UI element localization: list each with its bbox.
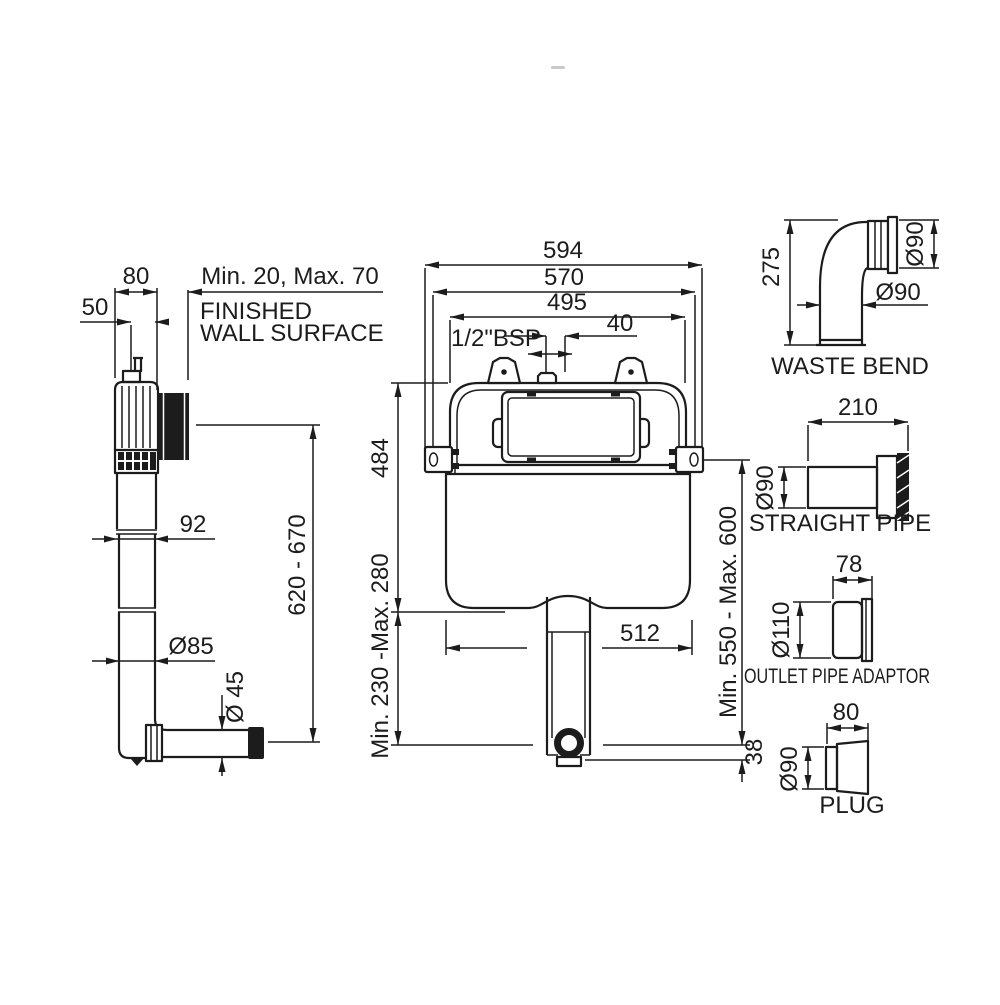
dim-plug-80-label: 80 bbox=[833, 699, 860, 726]
dim-straight-pipe-dia-label: Ø90 bbox=[752, 465, 779, 510]
print-artifact bbox=[551, 66, 565, 69]
straight-pipe-label: STRAIGHT PIPE bbox=[749, 510, 931, 537]
dim-620-670-label: 620 - 670 bbox=[284, 514, 311, 615]
cistern-tank bbox=[444, 474, 692, 610]
access-panel bbox=[500, 390, 642, 464]
waste-bend-drawing: 275 Ø90 Ø90 WASTE BEND bbox=[758, 215, 939, 380]
inlet-nub bbox=[536, 371, 558, 385]
dim-210-label: 210 bbox=[838, 394, 878, 421]
dim-78-label: 78 bbox=[836, 551, 863, 578]
dim-38-label: 38 bbox=[741, 739, 768, 766]
valve-grid-pattern bbox=[118, 452, 156, 470]
dim-512-label: 512 bbox=[620, 620, 660, 647]
dim-495-label: 495 bbox=[547, 289, 587, 316]
dim-plug-dia-label: Ø90 bbox=[776, 746, 803, 791]
front-view-drawing: 594 570 495 40 1/2"BSP bbox=[367, 237, 768, 782]
outlet-pipe-adaptor-label: OUTLET PIPE ADAPTOR bbox=[744, 665, 930, 688]
dim-wall-range-label: Min. 20, Max. 70 bbox=[201, 263, 378, 290]
finished-wall-label-line1: FINISHED bbox=[200, 298, 312, 325]
straight-pipe-drawing: 210 Ø90 STRAIGHT PIPE bbox=[749, 394, 931, 537]
dim-85-label: Ø85 bbox=[168, 633, 213, 660]
dim-waste-bend-spigot-dia-label: Ø90 bbox=[902, 221, 929, 266]
side-view-drawing: 80 50 Min. 20, Max. 70 FINISHED WALL SUR… bbox=[80, 263, 384, 776]
dim-50-label: 50 bbox=[82, 294, 109, 321]
dim-275-label: 275 bbox=[758, 247, 785, 287]
plug-drawing: 80 Ø90 PLUG bbox=[776, 699, 885, 819]
inlet-thread-label: 1/2"BSP bbox=[451, 325, 541, 352]
dim-550-600-label: Min. 550 - Max. 600 bbox=[715, 506, 742, 718]
dim-110-label: Ø110 bbox=[768, 602, 795, 659]
dim-40-label: 40 bbox=[607, 310, 634, 337]
flush-outlet bbox=[554, 728, 584, 758]
dim-80-label: 80 bbox=[123, 263, 150, 290]
dim-594-label: 594 bbox=[543, 237, 583, 264]
dim-92-label: 92 bbox=[180, 511, 207, 538]
dim-45-label: Ø 45 bbox=[222, 671, 249, 723]
pipe-flange bbox=[897, 453, 909, 521]
outlet-pipe-adaptor-drawing: 78 Ø110 OUTLET PIPE ADAPTOR bbox=[744, 551, 930, 688]
dim-230-280-label: Min. 230 -Max. 280 bbox=[367, 553, 394, 758]
waste-bend-label: WASTE BEND bbox=[771, 353, 929, 380]
finished-wall-label-line2: WALL SURFACE bbox=[200, 320, 384, 347]
pipe-end-cap bbox=[248, 727, 264, 759]
dim-570-label: 570 bbox=[544, 264, 584, 291]
plug-label: PLUG bbox=[819, 792, 884, 819]
dim-484-label: 484 bbox=[367, 438, 394, 478]
dim-waste-bend-pipe-dia-label: Ø90 bbox=[875, 279, 920, 306]
